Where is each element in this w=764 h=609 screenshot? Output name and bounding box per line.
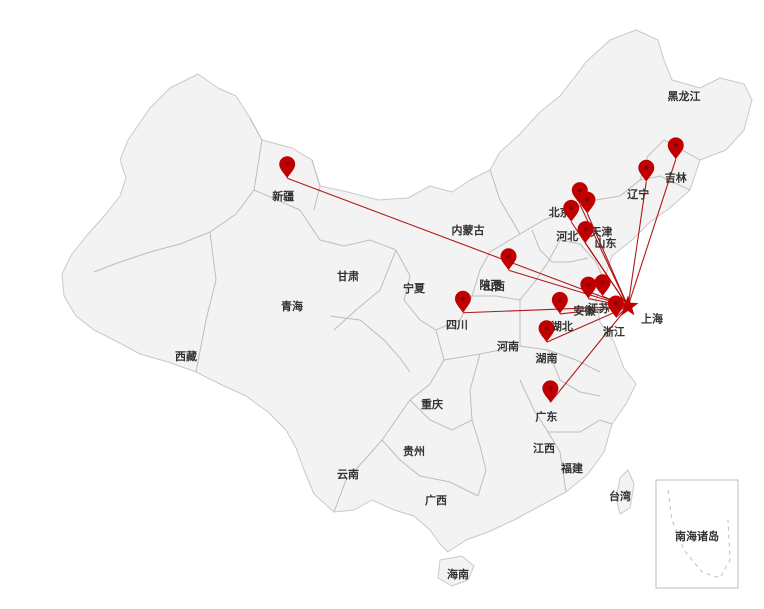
location-pin-icon[interactable] bbox=[538, 320, 555, 343]
source-label: 河北 bbox=[556, 229, 578, 243]
source-label: 辽宁 bbox=[627, 187, 649, 201]
province-label: 宁夏 bbox=[403, 281, 426, 295]
source-label: 新疆 bbox=[272, 189, 294, 203]
source-label: 湖南 bbox=[536, 351, 558, 365]
province-label: 海南 bbox=[447, 567, 469, 581]
province-label: 重庆 bbox=[421, 397, 443, 411]
location-pin-icon[interactable] bbox=[580, 276, 597, 299]
province-label: 广西 bbox=[425, 493, 447, 507]
flow-line bbox=[627, 181, 647, 307]
province-label: 山西 bbox=[483, 279, 505, 293]
hainan-island bbox=[437, 555, 475, 587]
location-pin-icon[interactable] bbox=[563, 199, 580, 222]
province-label: 黑龙江 bbox=[668, 89, 701, 103]
target-label: 上海 bbox=[641, 311, 663, 325]
target-star-icon[interactable] bbox=[617, 295, 639, 316]
source-label: 安徽 bbox=[573, 304, 596, 318]
flow-line bbox=[462, 305, 628, 314]
flow-line bbox=[586, 213, 629, 307]
source-label: 浙江 bbox=[603, 324, 625, 338]
province-label: 福建 bbox=[560, 461, 584, 475]
province-label: 河南 bbox=[497, 339, 519, 353]
province-labels: 黑龙江 内蒙古 甘肃 宁夏 山西 青海 西藏 河南 重庆 贵州 云南 广西 江西… bbox=[175, 89, 719, 581]
province-label: 甘肃 bbox=[337, 269, 359, 283]
location-pin-icon[interactable] bbox=[542, 380, 559, 403]
province-label: 内蒙古 bbox=[452, 223, 485, 237]
province-label: 台湾 bbox=[609, 489, 631, 503]
location-pin-icon[interactable] bbox=[638, 159, 655, 182]
source-label: 四川 bbox=[446, 319, 468, 332]
source-label: 山东 bbox=[595, 236, 617, 250]
flow-line bbox=[627, 159, 677, 307]
province-label: 云南 bbox=[337, 467, 359, 481]
source-label: 陕西 bbox=[480, 277, 502, 291]
flow-line bbox=[508, 269, 629, 308]
location-pin-icon[interactable] bbox=[279, 156, 296, 179]
province-label: 南海诸岛 bbox=[675, 529, 719, 543]
location-pin-icon[interactable] bbox=[577, 221, 594, 244]
location-pin-icon[interactable] bbox=[454, 290, 471, 313]
source-label: 江苏 bbox=[588, 301, 610, 315]
location-pin-icon[interactable] bbox=[571, 182, 588, 205]
flow-line bbox=[585, 242, 629, 307]
location-pin-icon[interactable] bbox=[607, 295, 624, 318]
source-label: 天津 bbox=[590, 225, 612, 239]
source-label: 广东 bbox=[535, 409, 557, 423]
source-label: 吉林 bbox=[665, 170, 687, 184]
nine-dash-line bbox=[667, 489, 731, 579]
province-label: 西藏 bbox=[175, 349, 197, 363]
target-marker: 上海 bbox=[617, 295, 663, 325]
source-label: 湖北 bbox=[551, 319, 573, 333]
flow-line bbox=[287, 177, 629, 308]
province-label: 青海 bbox=[281, 299, 303, 313]
location-pin-icon[interactable] bbox=[579, 191, 596, 214]
taiwan-island bbox=[615, 469, 635, 515]
province-label: 江西 bbox=[533, 441, 555, 455]
location-pin-icon[interactable] bbox=[667, 137, 684, 160]
location-pin-icon[interactable] bbox=[500, 248, 517, 271]
province-label: 贵州 bbox=[403, 444, 425, 458]
flow-line bbox=[549, 306, 629, 403]
location-pin-icon[interactable] bbox=[551, 291, 568, 314]
location-pin-icon[interactable] bbox=[594, 274, 611, 297]
south-china-sea-inset bbox=[655, 479, 739, 589]
